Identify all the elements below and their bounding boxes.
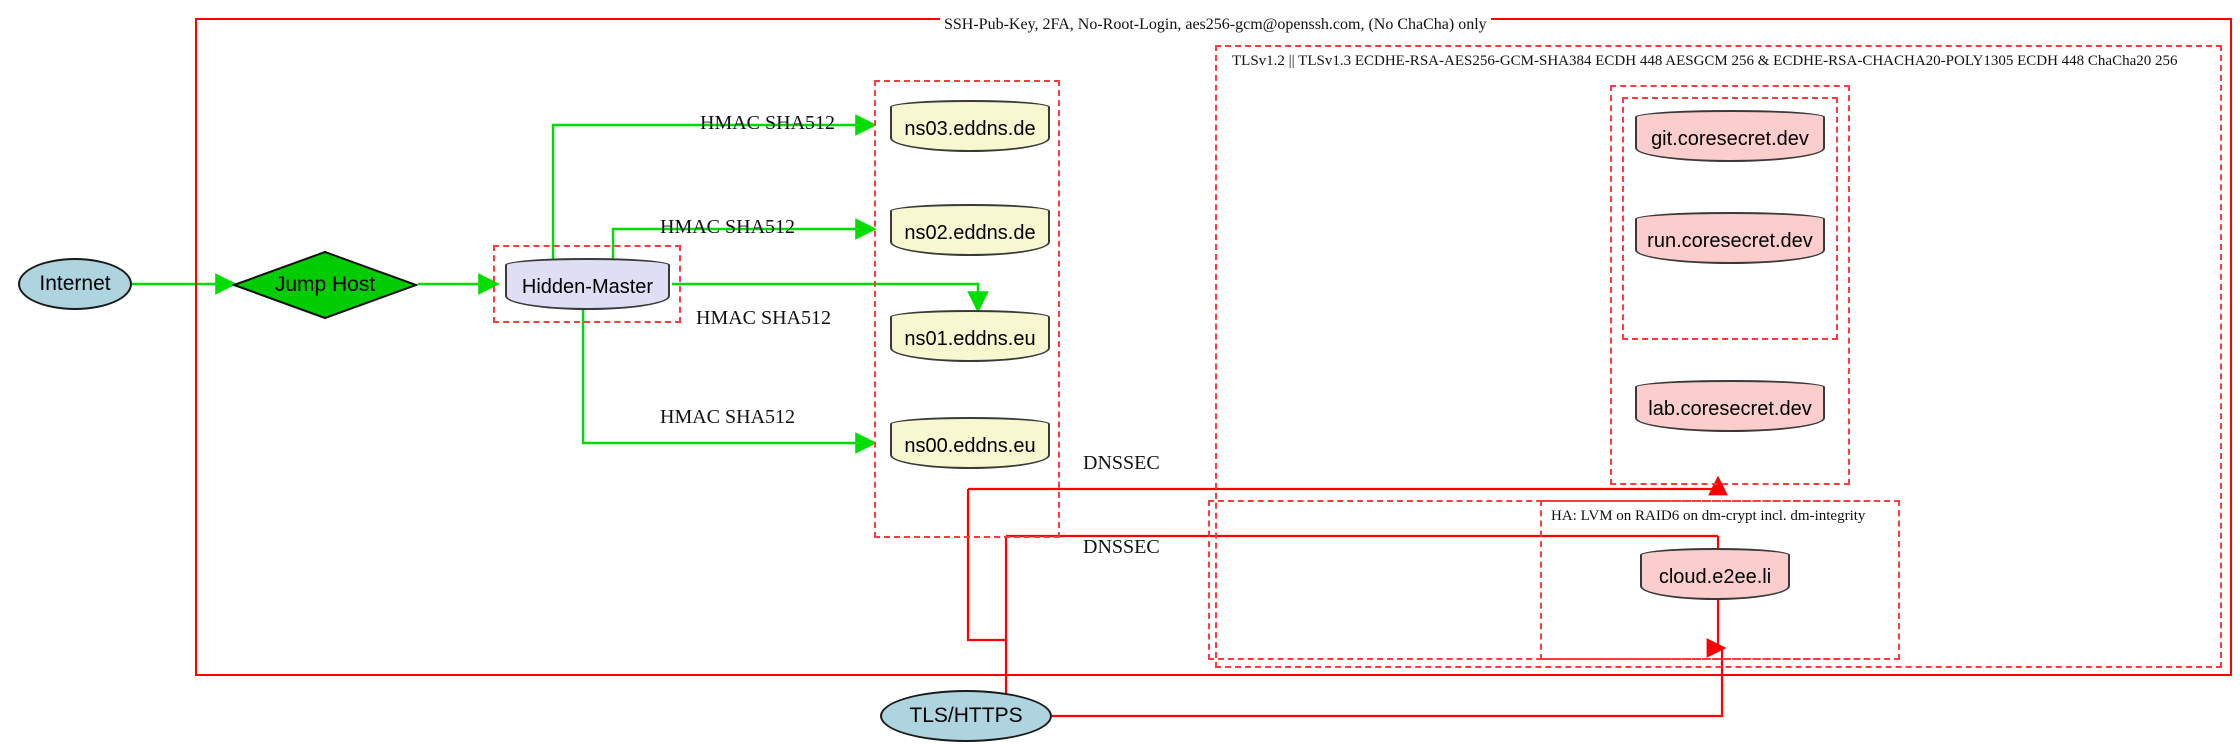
node-ns01-label: ns01.eddns.eu [904,328,1036,350]
ha-inner-cluster [1540,500,1900,660]
node-ns02[interactable]: ns02.eddns.de [890,204,1050,256]
node-run-coresecret[interactable]: run.coresecret.dev [1635,212,1825,264]
cylinder-body [1635,117,1825,162]
node-cloud-e2ee-label: cloud.e2ee.li [1658,566,1772,588]
coresecret-cluster [1610,85,1850,485]
cylinder-body [1640,555,1790,600]
node-ns00-label: ns00.eddns.eu [904,435,1036,457]
node-internet-label: Internet [39,272,111,295]
node-ns02-label: ns02.eddns.de [904,222,1036,244]
edge-label-dnssec-lower: DNSSEC [1083,536,1160,558]
node-cloud-e2ee[interactable]: cloud.e2ee.li [1640,548,1790,600]
node-hidden-master-label: Hidden-Master [521,276,654,298]
node-tls-https[interactable]: TLS/HTTPS [880,690,1052,742]
cylinder-body [890,424,1050,469]
cylinder-body [505,265,670,310]
node-jump-host-label: Jump Host [274,273,376,296]
coresecret-inner-cluster [1622,97,1838,340]
node-ns03[interactable]: ns03.eddns.de [890,100,1050,152]
node-ns01[interactable]: ns01.eddns.eu [890,310,1050,362]
node-ns00[interactable]: ns00.eddns.eu [890,417,1050,469]
cylinder-body [890,211,1050,256]
nameserver-cluster [874,80,1060,538]
cylinder-body [890,107,1050,152]
cylinder-body [1635,219,1825,264]
node-ns03-label: ns03.eddns.de [904,118,1036,140]
hidden-master-cluster [493,245,681,323]
tls-cluster [1215,45,2222,668]
edge-label-hmac-ns03: HMAC SHA512 [700,112,836,134]
tls-cluster-label: TLSv1.2 || TLSv1.3 ECDHE-RSA-AES256-GCM-… [1228,53,2182,70]
ha-cluster-label: HA: LVM on RAID6 on dm-crypt incl. dm-in… [1547,508,1870,525]
node-hidden-master[interactable]: Hidden-Master [505,258,670,310]
diamond-shape [231,250,419,320]
node-git-coresecret-label: git.coresecret.dev [1651,128,1809,150]
node-run-coresecret-label: run.coresecret.dev [1647,230,1813,252]
edge-label-dnssec-upper: DNSSEC [1083,452,1160,474]
node-internet[interactable]: Internet [18,258,132,310]
edge-label-hmac-ns01: HMAC SHA512 [696,307,832,329]
ssh-policy-label: SSH-Pub-Key, 2FA, No-Root-Login, aes256-… [940,16,1491,34]
node-tls-https-label: TLS/HTTPS [909,704,1023,727]
node-jump-host[interactable]: Jump Host [231,250,419,320]
node-git-coresecret[interactable]: git.coresecret.dev [1635,110,1825,162]
cylinder-body [1635,387,1825,432]
edge-label-hmac-ns00: HMAC SHA512 [660,406,796,428]
edge-label-hmac-ns02: HMAC SHA512 [660,216,796,238]
node-lab-coresecret-label: lab.coresecret.dev [1648,398,1812,420]
node-lab-coresecret[interactable]: lab.coresecret.dev [1635,380,1825,432]
cylinder-body [890,317,1050,362]
